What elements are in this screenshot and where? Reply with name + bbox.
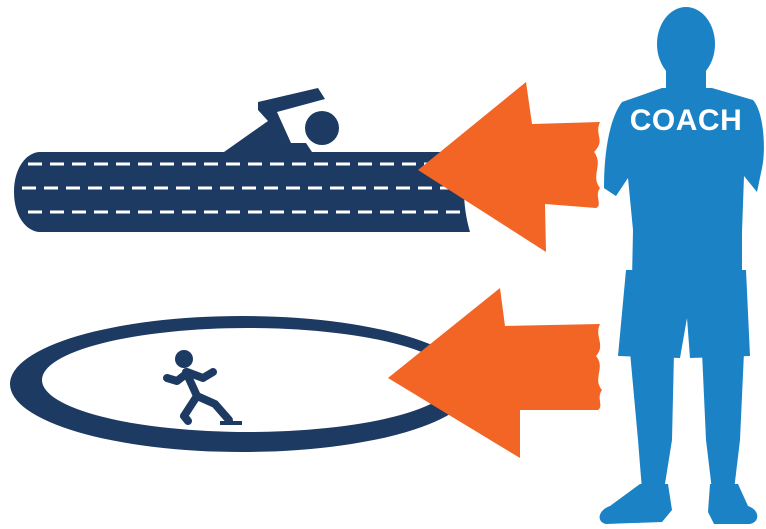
swimmer-icon xyxy=(224,88,339,152)
runner-icon xyxy=(167,350,242,425)
arrow-left-icon xyxy=(388,288,602,458)
coach-shirt-label: COACH xyxy=(630,104,743,137)
swimming-pool-lane-icon xyxy=(14,152,470,232)
coach-silhouette-icon xyxy=(600,7,764,524)
